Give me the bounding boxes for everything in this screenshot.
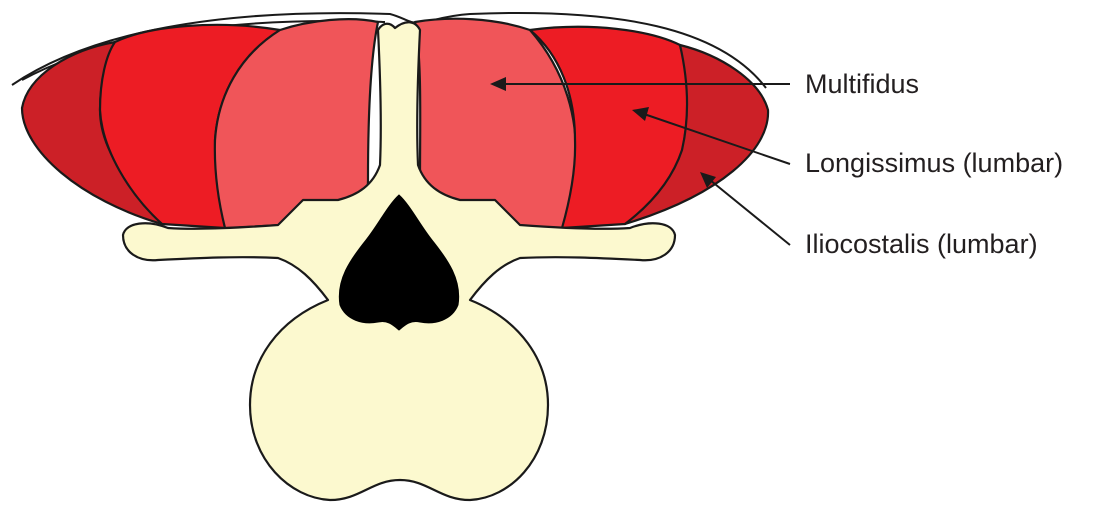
iliocostalis-leader-line	[710, 180, 790, 245]
label-iliocostalis: Iliocostalis (lumbar)	[805, 229, 1038, 259]
label-multifidus: Multifidus	[805, 69, 919, 99]
label-longissimus: Longissimus (lumbar)	[805, 148, 1063, 178]
